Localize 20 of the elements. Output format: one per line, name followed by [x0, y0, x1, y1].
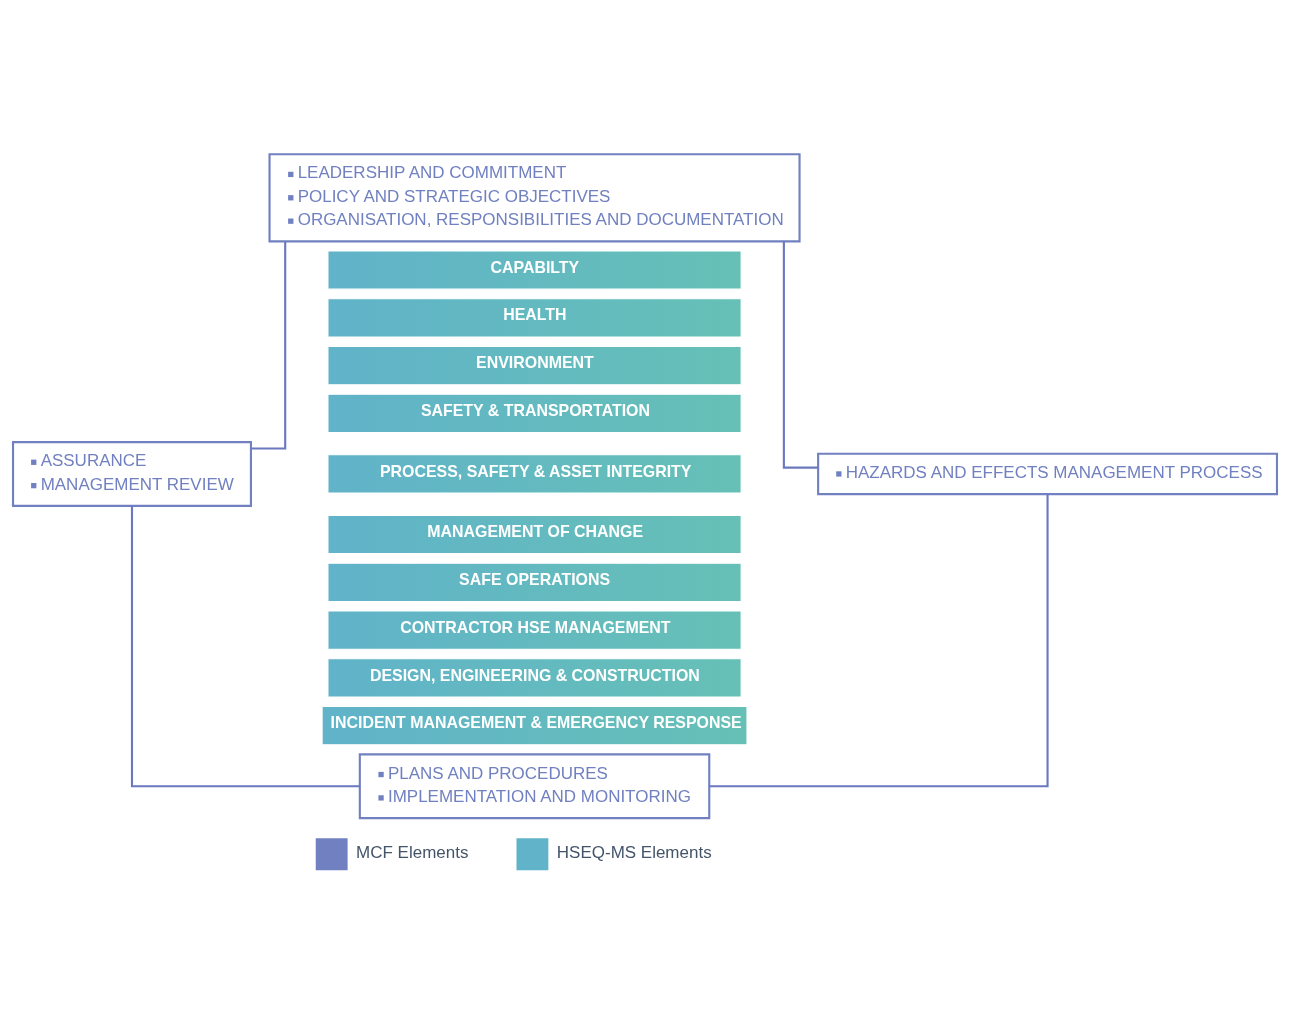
node-box: SAFETY & TRANSPORTATION	[327, 393, 742, 433]
node-box: PROCESS, SAFETY & ASSET INTEGRITY	[327, 453, 742, 494]
node-box: CAPABILTY	[327, 249, 742, 290]
node-box: SAFE OPERATIONS	[327, 562, 742, 602]
node-box: PLANS AND PROCEDURES IMPLEMENTATION AND MONITORING	[358, 752, 711, 819]
node-box: HEALTH	[327, 297, 742, 337]
node-box: DESIGN, ENGINEERING & CONSTRUCTION	[327, 657, 742, 698]
node-box: CONTRACTOR HSE MANAGEMENT	[327, 609, 742, 650]
connector	[251, 240, 287, 449]
connector	[130, 505, 360, 787]
node-box: INCIDENT MANAGEMENT & EMERGENCY RESPONSE	[321, 705, 748, 745]
connector	[782, 240, 819, 469]
node-box: HAZARDS AND EFFECTS MANAGEMENT PROCESS	[817, 452, 1279, 495]
node-box: LEADERSHIP AND COMMITMENT POLICY AND STRATEGIC OBJECTIVES ORGANISATION, RESPONSIBILITIES AND DOCUMENTATION	[268, 152, 801, 242]
legend-label: HSEQ-MS Elements	[556, 842, 712, 862]
connector	[709, 493, 1049, 787]
node-box: ASSURANCE MANAGEMENT REVIEW	[11, 440, 252, 507]
node-box: ENVIRONMENT	[327, 345, 742, 385]
legend-label: MCF Elements	[356, 842, 469, 862]
node-box: MANAGEMENT OF CHANGE	[327, 514, 742, 554]
